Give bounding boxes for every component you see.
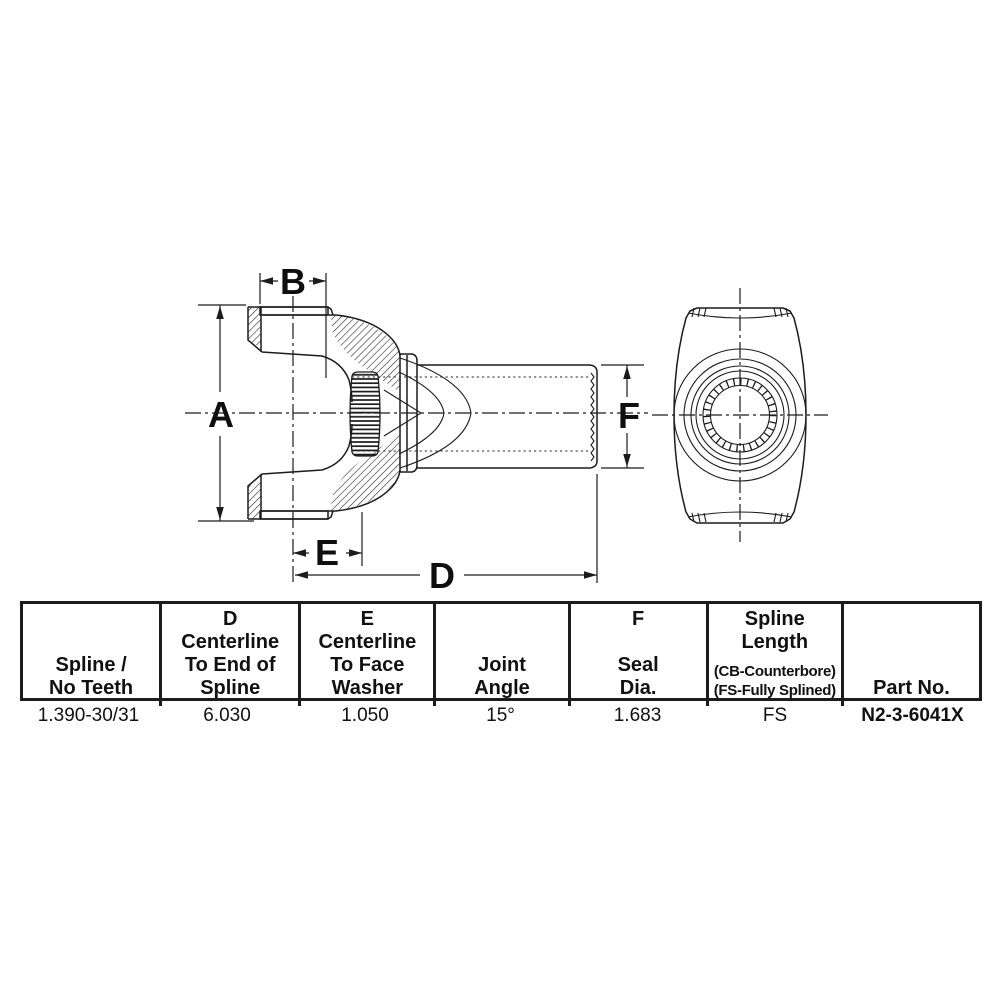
value-spline-length: FS	[762, 705, 788, 726]
value-joint-angle: 15°	[486, 705, 515, 726]
header-letter: Spline Length	[741, 608, 809, 653]
hatch-lower-ear-face	[248, 482, 261, 519]
dimension-F: F	[601, 364, 644, 469]
header-letter: D	[222, 608, 238, 630]
dimension-D: D	[295, 474, 598, 596]
spline-teeth-ring	[703, 378, 777, 452]
header-letter: E	[360, 608, 375, 630]
boss-circle	[673, 348, 807, 482]
dimension-E: E	[293, 512, 363, 573]
value-spline-no-teeth: 1.390-30/31	[37, 705, 140, 726]
slip-shaft	[417, 364, 598, 469]
spline-end-serration	[590, 372, 595, 462]
spec-table-header-row: Spline / No Teeth D Centerline To End of…	[20, 601, 982, 706]
spline-trunnion	[349, 371, 381, 457]
end-view	[652, 288, 828, 542]
hatch-lower-hub	[331, 434, 400, 511]
dimension-B: B	[259, 261, 327, 378]
hatch-upper-hub	[331, 315, 400, 392]
col-header-joint-angle: Joint Angle	[433, 604, 567, 706]
header-text: Spline / No Teeth	[49, 654, 134, 699]
header-letter: F	[632, 608, 645, 630]
dimension-A: A	[198, 304, 254, 522]
seal-circle-outer	[683, 358, 797, 472]
upper-bearing-cap	[259, 306, 329, 316]
dimension-label-d: D	[429, 555, 455, 596]
header-subtext: (CB-Counterbore) (FS-Fully Splined)	[713, 663, 836, 699]
col-header-spline-no-teeth: Spline / No Teeth	[23, 604, 159, 706]
dimension-label-a: A	[208, 394, 234, 435]
spec-table-value-row: 1.390-30/31 6.030 1.050 15° 1.683 FS N2-…	[20, 702, 982, 730]
seal-circle-mid	[690, 365, 790, 465]
seal-circle-inner	[695, 370, 785, 460]
bearing-seat-arc-outer	[399, 357, 472, 469]
value-f-seal-dia: 1.683	[613, 705, 662, 726]
cone-detail	[383, 389, 423, 437]
dimension-label-b: B	[280, 261, 306, 302]
end-view-body	[673, 307, 807, 524]
hatch-upper-ear-face	[248, 307, 261, 348]
header-text: Centerline To End of Spline	[181, 631, 280, 699]
spline-major-circle	[702, 377, 778, 453]
header-text: Seal Dia.	[617, 654, 659, 699]
col-header-part-no: Part No.	[840, 604, 979, 706]
col-header-e-centerline-to-face-washer: E Centerline To Face Washer	[298, 604, 433, 706]
side-view	[185, 296, 648, 583]
corner-hatch-ticks	[691, 307, 789, 523]
header-text: Part No.	[873, 677, 950, 699]
col-header-f-seal-dia: F Seal Dia.	[567, 604, 706, 706]
lower-bearing-cap	[259, 510, 329, 520]
header-text: Joint Angle	[474, 654, 530, 699]
value-part-no: N2-3-6041X	[861, 705, 964, 726]
dimension-label-e: E	[315, 532, 339, 573]
value-d-centerline-to-end-of-spline: 6.030	[203, 705, 251, 726]
col-header-d-centerline-to-end-of-spline: D Centerline To End of Spline	[159, 604, 298, 706]
spline-minor-circle	[709, 384, 771, 446]
bearing-seat-arc-inner	[398, 371, 445, 455]
dimension-label-f: F	[618, 395, 640, 436]
header-text: Centerline To Face Washer	[318, 631, 417, 699]
face-washer	[399, 353, 418, 473]
col-header-spline-length: Spline Length (CB-Counterbore) (FS-Fully…	[705, 604, 841, 706]
value-e-centerline-to-face-washer: 1.050	[341, 705, 389, 726]
